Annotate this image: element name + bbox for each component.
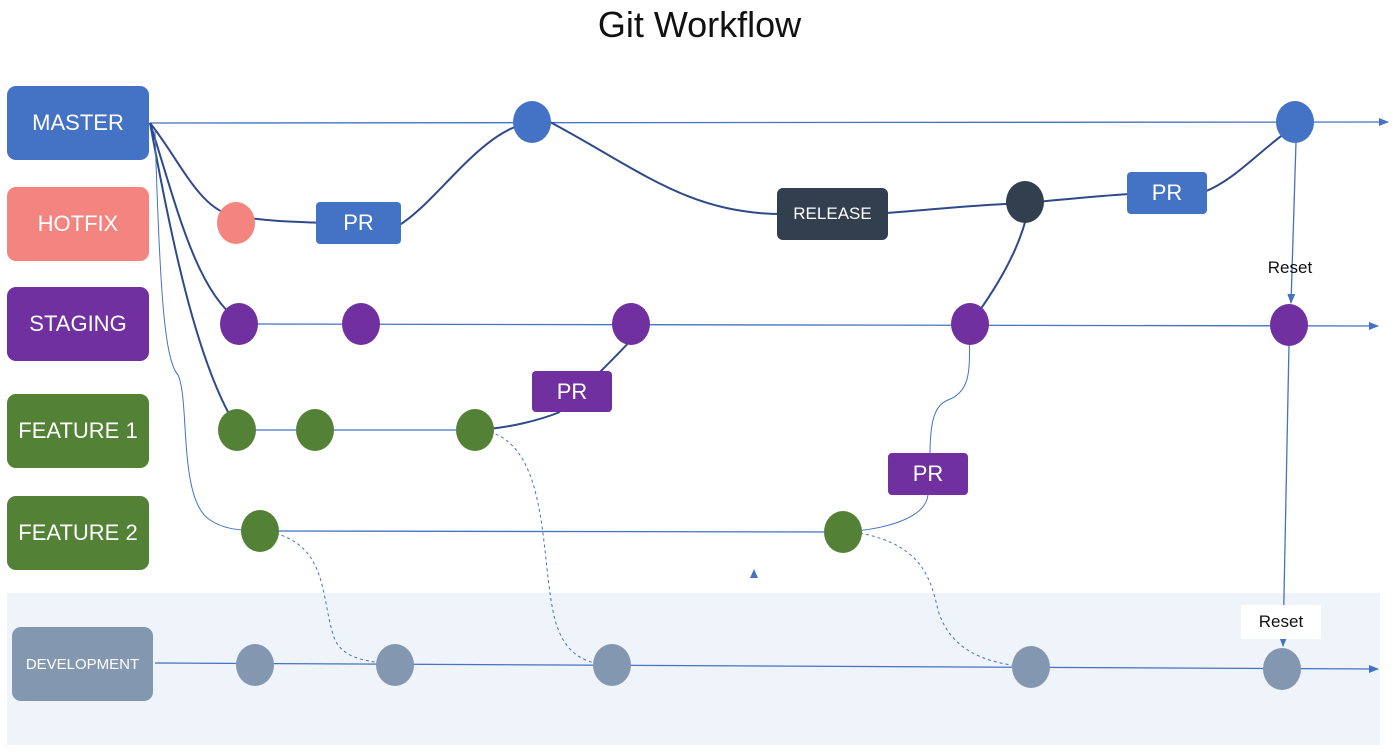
master-commit-node bbox=[1276, 101, 1314, 143]
master-to-staging-path bbox=[149, 122, 239, 321]
release-to-node-path bbox=[885, 202, 1026, 214]
feature1-commit-node bbox=[456, 409, 494, 451]
release-merge-node bbox=[1006, 181, 1044, 223]
pr-release-box: PR bbox=[1127, 172, 1207, 214]
master-commit-node bbox=[513, 101, 551, 143]
pr-feature1-box: PR bbox=[532, 371, 612, 412]
development-commit-node bbox=[593, 644, 631, 686]
pr-feature2-box: PR bbox=[888, 453, 968, 495]
development-line bbox=[154, 662, 1379, 673]
small-triangle-marker bbox=[750, 569, 758, 578]
feature2-commit-node bbox=[824, 511, 862, 553]
master-to-hotfix-path bbox=[149, 122, 237, 217]
development-band bbox=[7, 593, 1380, 745]
master-line bbox=[149, 118, 1389, 127]
staging-commit-node bbox=[612, 303, 650, 345]
staging-line bbox=[239, 321, 1379, 330]
lane-development: DEVELOPMENT bbox=[12, 627, 153, 701]
development-commit-node bbox=[1263, 648, 1301, 690]
lane-master: MASTER bbox=[7, 86, 149, 160]
staging-commit-node bbox=[951, 303, 989, 345]
release-box: RELEASE bbox=[777, 188, 888, 240]
pr-to-master-final-path bbox=[1203, 127, 1293, 193]
master-to-feature1-path bbox=[149, 122, 237, 427]
lane-feature1: FEATURE 1 bbox=[7, 394, 149, 468]
feature2b-to-dev-dashed bbox=[859, 532, 1031, 668]
feature1-commit-node bbox=[218, 409, 256, 451]
hotfix-commit-node bbox=[217, 202, 255, 244]
pr-hotfix-box: PR bbox=[316, 202, 401, 244]
staging-commit-node bbox=[220, 303, 258, 345]
lane-staging: STAGING bbox=[7, 287, 149, 361]
reset-development-label: Reset bbox=[1241, 605, 1321, 639]
master-to-feature2-path bbox=[154, 129, 261, 532]
feature1-commit-node bbox=[296, 409, 334, 451]
feature2-commit-node bbox=[241, 510, 279, 552]
pr-to-master-path bbox=[397, 121, 533, 227]
lane-hotfix: HOTFIX bbox=[7, 187, 149, 261]
diagram-title: Git Workflow bbox=[597, 4, 802, 45]
pr-to-staging-2-path bbox=[929, 329, 971, 456]
lane-feature2: FEATURE 2 bbox=[7, 496, 149, 570]
staging-commit-node bbox=[1270, 304, 1308, 346]
staging-to-reset-dev-line bbox=[1279, 343, 1290, 647]
pr-to-staging-path bbox=[599, 339, 632, 373]
master-to-release-path bbox=[549, 121, 786, 216]
staging-commit-node bbox=[342, 303, 380, 345]
development-commit-node bbox=[376, 644, 414, 686]
development-commit-node bbox=[1012, 646, 1050, 688]
feature2-line bbox=[259, 530, 844, 533]
feature2-to-dev-dashed bbox=[269, 531, 396, 665]
feature1-to-dev-dashed bbox=[489, 431, 613, 666]
development-commit-node bbox=[236, 644, 274, 686]
master-to-reset-staging-line bbox=[1287, 141, 1297, 304]
reset-staging-label: Reset bbox=[1267, 258, 1313, 277]
